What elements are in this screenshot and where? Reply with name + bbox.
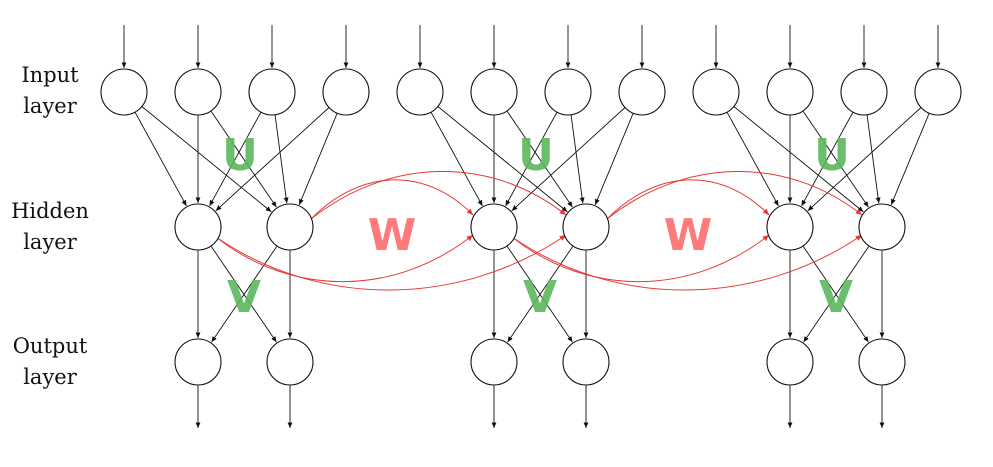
input-to-hidden-edge (506, 110, 573, 208)
input-to-hidden-edge (511, 107, 626, 212)
input-to-hidden-edge (209, 111, 262, 207)
input-to-hidden-edge (134, 111, 187, 207)
weight-label-u: U (518, 130, 554, 181)
input-to-hidden-edge (210, 110, 277, 208)
input-to-hidden-edge (594, 113, 634, 206)
input-node (174, 68, 222, 116)
input-layer-label-line1: Input (21, 63, 79, 87)
input-to-hidden-edge (215, 107, 330, 212)
hidden-node (562, 203, 610, 251)
input-to-hidden-edge (890, 113, 930, 206)
weight-label-v: V (819, 272, 853, 323)
hidden-node (266, 203, 314, 251)
input-to-hidden-edge (802, 110, 869, 208)
weight-label-w: W (368, 210, 417, 261)
recurrent-edge (310, 171, 567, 220)
hidden-to-output-edge (803, 245, 870, 343)
input-to-hidden-edge (505, 111, 558, 207)
input-node (766, 68, 814, 116)
recurrent-edges (215, 171, 863, 291)
hidden-node (766, 203, 814, 251)
edges (121, 25, 941, 428)
recurrent-edge (215, 234, 567, 291)
input-node (322, 68, 370, 116)
input-to-hidden-edge (807, 107, 922, 212)
input-node (396, 68, 444, 116)
input-node (618, 68, 666, 116)
output-layer-label-line1: Output (13, 334, 88, 358)
weight-label-u: U (222, 130, 258, 181)
input-node (914, 68, 962, 116)
input-to-hidden-edge (274, 114, 289, 204)
input-node (840, 68, 888, 116)
hidden-to-output-edge (211, 245, 278, 343)
input-node (248, 68, 296, 116)
input-to-hidden-edge (866, 114, 881, 204)
recurrent-edge (511, 234, 863, 291)
output-node (766, 338, 814, 386)
input-node (544, 68, 592, 116)
hidden-node (470, 203, 518, 251)
weight-labels: U V U V U V W W (222, 130, 853, 323)
output-layer-label-line2: layer (23, 365, 78, 389)
nodes (100, 68, 962, 386)
input-to-hidden-edge (298, 113, 338, 206)
hidden-layer-label-line1: Hidden (11, 199, 89, 223)
output-node (174, 338, 222, 386)
input-to-hidden-edge (570, 114, 585, 204)
input-node (470, 68, 518, 116)
weight-label-v: V (523, 272, 557, 323)
input-layer-label-line2: layer (23, 94, 78, 118)
output-node (266, 338, 314, 386)
recurrent-edge (511, 234, 770, 283)
recurrent-edge (215, 234, 474, 283)
input-to-hidden-edge (733, 106, 864, 213)
hidden-node (858, 203, 906, 251)
recurrent-edge (606, 179, 770, 220)
input-to-hidden-edge (141, 106, 272, 213)
weight-label-w: W (664, 210, 713, 261)
hidden-layer-label-line2: layer (23, 230, 78, 254)
output-node (858, 338, 906, 386)
hidden-node (174, 203, 222, 251)
hidden-to-output-edge (210, 245, 277, 343)
input-node (692, 68, 740, 116)
output-node (562, 338, 610, 386)
recurrent-edge (310, 179, 474, 220)
input-node (100, 68, 148, 116)
weight-label-u: U (814, 130, 850, 181)
recurrent-edge (606, 171, 863, 220)
input-to-hidden-edge (726, 111, 779, 207)
hidden-to-output-edge (507, 245, 574, 343)
input-to-hidden-edge (437, 106, 568, 213)
input-to-hidden-edge (430, 111, 483, 207)
input-to-hidden-edge (801, 111, 854, 207)
output-node (470, 338, 518, 386)
weight-label-v: V (227, 272, 261, 323)
